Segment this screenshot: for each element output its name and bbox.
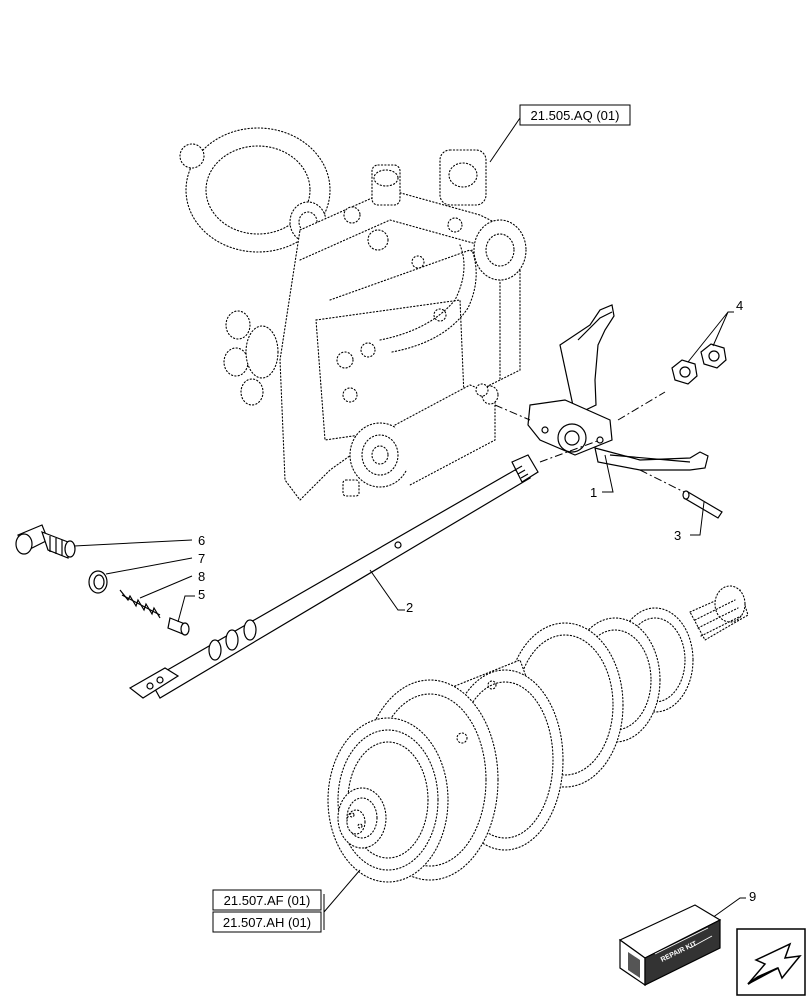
shift-fork (527, 304, 709, 471)
ref-box-valve-block[interactable]: 21.505.AQ (01) (519, 104, 631, 126)
callout-9: 9 (749, 889, 756, 904)
callout-8: 8 (198, 569, 205, 584)
callout-1: 1 (590, 485, 597, 500)
previous-page-arrow-icon[interactable] (736, 928, 806, 996)
sealing-washer (88, 570, 108, 594)
svg-text:21.507.AF (01): 21.507.AF (01) (224, 893, 311, 908)
nuts (671, 343, 727, 385)
svg-text:21.505.AQ (01): 21.505.AQ (01) (531, 108, 620, 123)
repair-kit-box: REPAIR KIT (618, 904, 722, 987)
shift-rod (128, 454, 539, 699)
gear-shaft-assembly (327, 585, 749, 883)
callout-4: 4 (736, 298, 743, 313)
ref-box-shaft-2[interactable]: 21.507.AH (01) (212, 911, 322, 933)
svg-text:21.507.AH (01): 21.507.AH (01) (223, 915, 311, 930)
plug-screw (15, 524, 76, 559)
ref-box-shaft-1[interactable]: 21.507.AF (01) (212, 889, 322, 911)
callout-5: 5 (198, 587, 205, 602)
roll-pin (682, 490, 723, 519)
callout-7: 7 (198, 551, 205, 566)
callout-2: 2 (406, 600, 413, 615)
callout-6: 6 (198, 533, 205, 548)
callout-3: 3 (674, 528, 681, 543)
valve-block-assembly (179, 127, 527, 501)
spring (119, 589, 161, 619)
detent-pin (167, 617, 190, 636)
